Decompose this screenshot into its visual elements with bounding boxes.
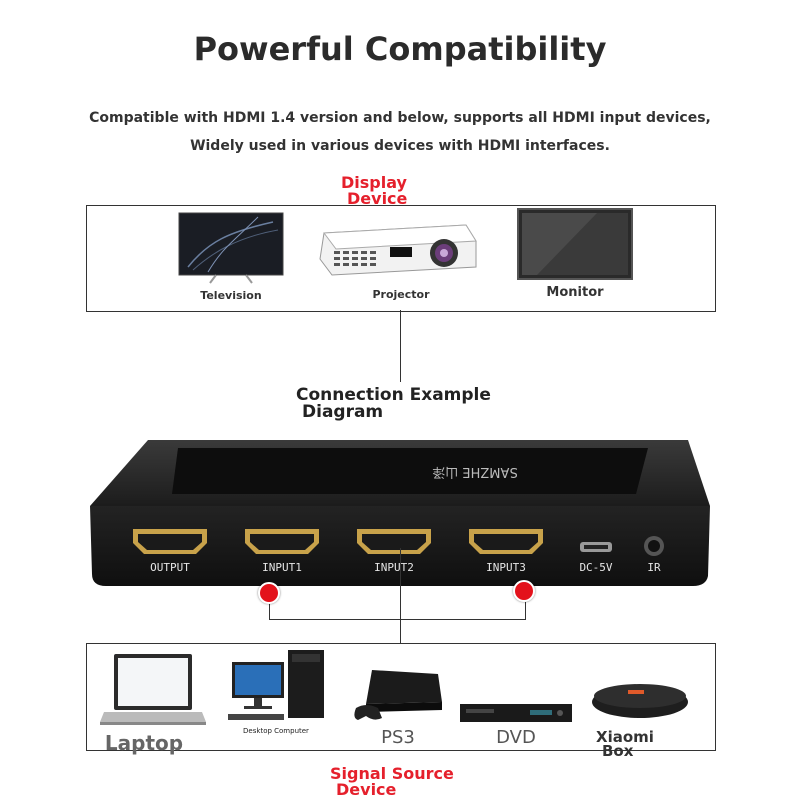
television-label: Television [200, 289, 262, 302]
port-label-ir: IR [647, 561, 661, 574]
subtitle-line-1: Compatible with HDMI 1.4 version and bel… [89, 110, 711, 126]
port-label-input2: INPUT2 [374, 561, 414, 574]
bracket-bottom [269, 619, 526, 620]
port-label-input3: INPUT3 [486, 561, 526, 574]
port-label-dc5v: DC-5V [579, 561, 613, 574]
ir-port-icon [644, 536, 664, 556]
television-icon [178, 212, 284, 284]
monitor-label: Monitor [546, 285, 604, 300]
dvd-player-icon [460, 704, 572, 722]
laptop-label: Laptop [104, 731, 184, 755]
ps3-label: PS3 [381, 727, 415, 748]
desktop-computer-label: Desktop Computer [243, 727, 309, 735]
signal-source-device-label: Signal Source Device [330, 764, 454, 799]
connector-line-top [400, 310, 401, 382]
switch-brand-label: SAMZHE 山泽 [432, 464, 518, 479]
hdmi-output-port-icon [133, 529, 207, 554]
projector-icon [319, 224, 477, 276]
desktop-computer-icon [228, 650, 324, 720]
ps3-icon [354, 670, 442, 720]
connection-dot-input1 [258, 582, 280, 604]
hdmi-input1-port-icon [245, 529, 319, 554]
port-label-output: OUTPUT [150, 561, 190, 574]
page-title: Powerful Compatibility [193, 30, 607, 68]
subtitle-line-2: Widely used in various devices with HDMI… [190, 138, 610, 154]
port-label-input1: INPUT1 [262, 561, 302, 574]
connector-line-bottom [400, 548, 401, 643]
xiaomi-box-label: Xiaomi Box [596, 728, 654, 760]
connection-dot-input3 [513, 580, 535, 602]
projector-label: Projector [372, 288, 430, 301]
bracket-right [525, 602, 526, 620]
laptop-icon [100, 654, 206, 725]
micro-usb-port-icon [580, 542, 612, 552]
display-device-label: Display Device [341, 173, 408, 208]
dvd-label: DVD [496, 727, 536, 748]
xiaomi-box-icon [592, 684, 688, 718]
hdmi-input3-port-icon [469, 529, 543, 554]
hdmi-input2-port-icon [357, 529, 431, 554]
bracket-left [269, 602, 270, 620]
connection-example-label: Connection Example Diagram [296, 385, 491, 422]
monitor-icon [517, 208, 633, 280]
